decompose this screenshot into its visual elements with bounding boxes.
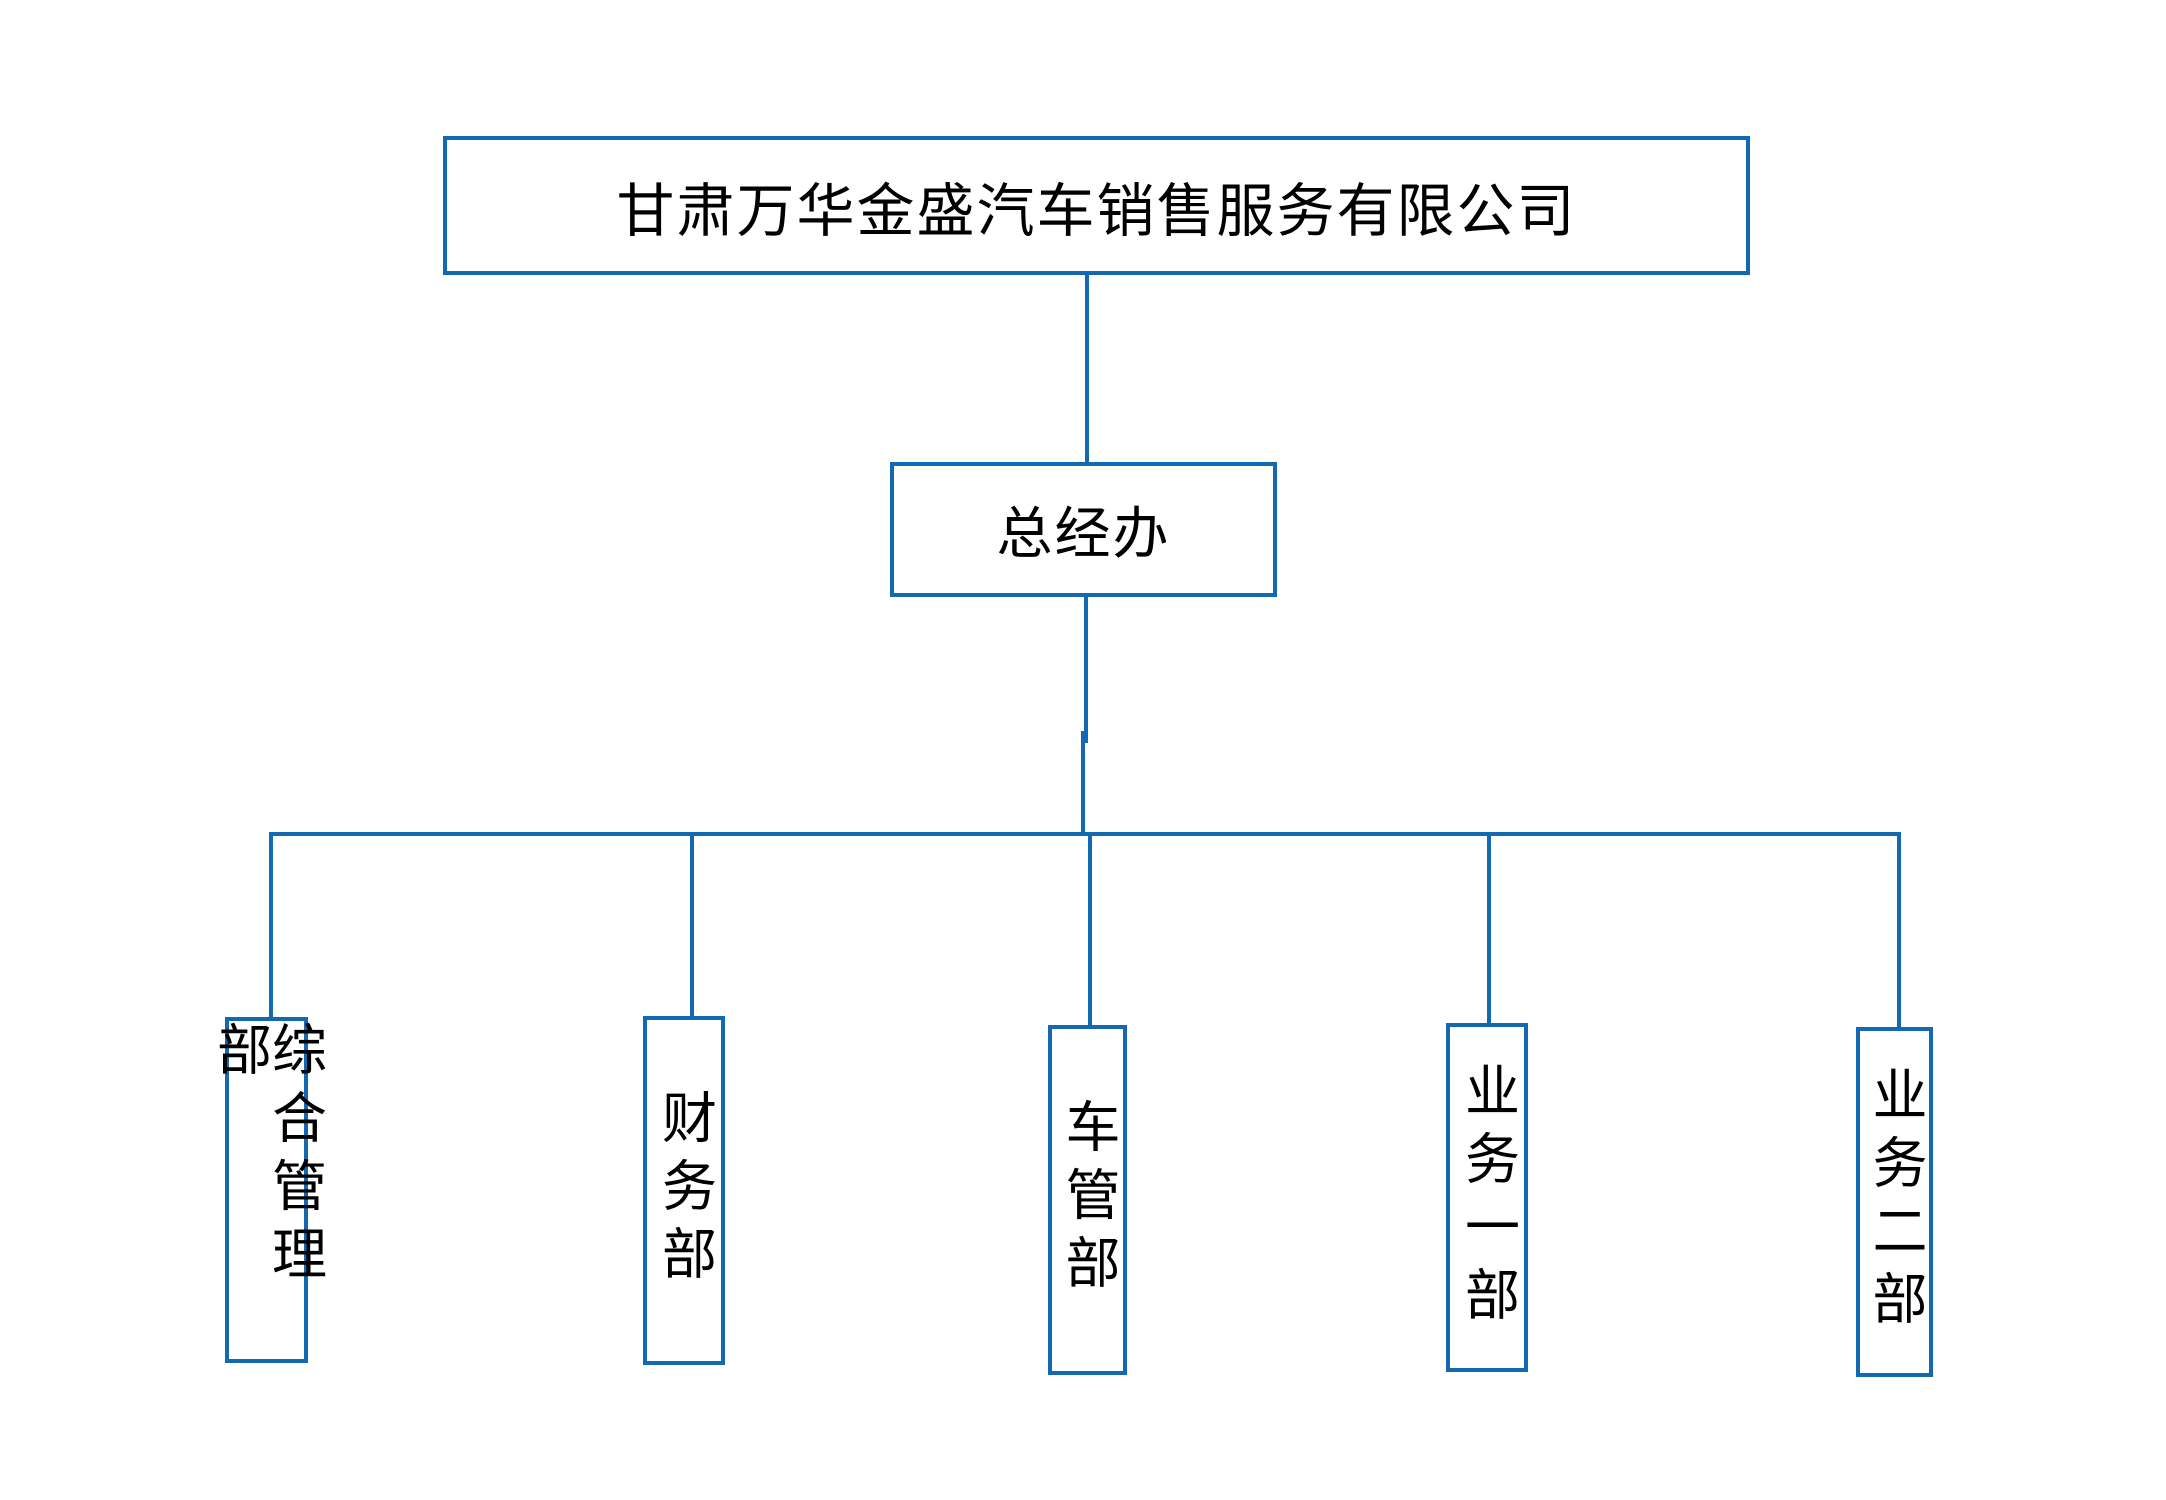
dept-label-business-dept-1: 业务一部 [1456,1061,1519,1334]
connector-horizontal-rail [271,832,1901,836]
connector-drop-business-dept-1 [1487,832,1491,1023]
dept-box-general-management: 综合管理部 [209,1017,326,1363]
dept-label-general-management: 综合管理部 [208,1021,326,1293]
company-root-label: 甘肃万华金盛汽车销售服务有限公司 [616,178,1577,244]
connector-drop-general-management [269,832,273,1017]
company-root-box: 甘肃万华金盛汽车销售服务有限公司 [443,136,1750,275]
dept-label-vehicle-management: 车管部 [1057,1098,1119,1302]
connector-drop-business-dept-2 [1897,832,1901,1027]
dept-label-business-dept-2: 业务二部 [1864,1066,1926,1338]
connector-gm-to-rail-lower [1081,731,1085,834]
gm-office-label: 总经办 [996,502,1171,565]
connector-drop-finance [690,832,694,1016]
connector-gm-to-rail-upper [1084,597,1088,743]
dept-box-business-dept-2: 业务二部 [1856,1027,1933,1377]
connector-root-to-gm [1085,275,1089,462]
dept-box-finance: 财务部 [643,1016,725,1365]
dept-label-finance: 财务部 [653,1088,716,1293]
gm-office-box: 总经办 [890,462,1277,597]
connector-drop-vehicle-management [1088,832,1092,1025]
dept-box-vehicle-management: 车管部 [1048,1025,1127,1375]
dept-box-business-dept-1: 业务一部 [1446,1023,1528,1372]
